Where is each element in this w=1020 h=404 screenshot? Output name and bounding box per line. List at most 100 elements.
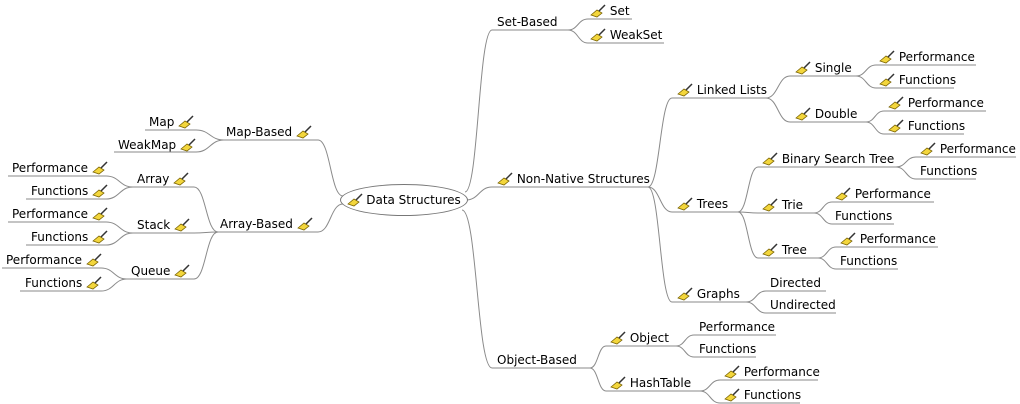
connector-line <box>675 345 695 358</box>
node-label: Map <box>149 115 175 129</box>
node-label: Queue <box>131 264 171 278</box>
node-object[interactable]: Object <box>610 331 669 345</box>
node-label: Array-Based <box>220 217 293 231</box>
node-label: Performance <box>907 96 984 110</box>
node-double-performance[interactable]: Performance <box>888 96 984 110</box>
connector-line <box>895 156 917 168</box>
node-single-performance[interactable]: Performance <box>879 50 975 64</box>
node-label: Functions <box>25 276 83 290</box>
node-map-based[interactable]: Map-Based <box>226 125 312 139</box>
node-tree-functions[interactable]: Functions <box>840 254 897 268</box>
node-double[interactable]: Double <box>795 107 857 121</box>
node-single-functions[interactable]: Functions <box>879 73 956 87</box>
node-bst-functions[interactable]: Functions <box>920 164 977 178</box>
node-trie-performance[interactable]: Performance <box>835 187 931 201</box>
connector-line <box>865 121 885 135</box>
brush-icon <box>610 331 626 345</box>
connector-line <box>193 231 219 234</box>
node-label: Performance <box>699 320 776 334</box>
brush-icon <box>590 4 606 18</box>
node-label: Object <box>629 331 669 345</box>
node-weakmap[interactable]: WeakMap <box>118 138 196 152</box>
node-label: HashTable <box>629 376 692 390</box>
node-undirected[interactable]: Undirected <box>770 298 836 312</box>
node-object-based[interactable]: Object-Based <box>497 353 577 367</box>
brush-icon <box>835 187 851 201</box>
node-stack-functions[interactable]: Functions <box>31 230 108 244</box>
node-stack[interactable]: Stack <box>137 218 190 232</box>
node-label: Functions <box>743 388 802 402</box>
connector-line <box>105 175 134 188</box>
node-label: Performance <box>939 142 1016 156</box>
connector-line <box>737 211 759 214</box>
connector-line <box>193 186 219 233</box>
node-hashtable[interactable]: HashTable <box>610 376 691 390</box>
node-trees[interactable]: Trees <box>677 197 728 211</box>
node-trie[interactable]: Trie <box>762 198 803 212</box>
brush-icon <box>174 264 190 278</box>
connector-line <box>855 64 877 77</box>
node-label: Functions <box>907 119 966 133</box>
node-map[interactable]: Map <box>149 115 194 129</box>
brush-icon <box>296 217 313 231</box>
node-weakset[interactable]: WeakSet <box>590 28 662 42</box>
node-label: Functions <box>898 73 957 87</box>
root-node-data-structures[interactable]: Data Structures <box>340 184 468 216</box>
node-bst-performance[interactable]: Performance <box>920 142 1016 156</box>
node-tree-performance[interactable]: Performance <box>840 232 936 246</box>
node-set-based[interactable]: Set-Based <box>497 15 557 29</box>
node-directed[interactable]: Directed <box>770 276 821 290</box>
brush-icon <box>724 388 740 402</box>
brush-icon <box>888 119 904 133</box>
connector-line <box>647 186 673 303</box>
brush-icon <box>86 253 102 267</box>
node-queue-functions[interactable]: Functions <box>25 276 102 290</box>
node-set[interactable]: Set <box>590 4 630 18</box>
connector-line <box>105 186 134 200</box>
brush-icon <box>180 138 196 152</box>
node-single[interactable]: Single <box>795 61 852 75</box>
node-label: Functions <box>920 164 978 178</box>
node-linked-lists[interactable]: Linked Lists <box>677 83 767 97</box>
brush-icon <box>610 376 626 390</box>
node-label: Functions <box>699 342 757 356</box>
node-double-functions[interactable]: Functions <box>888 119 965 133</box>
node-stack-performance[interactable]: Performance <box>12 207 108 221</box>
node-tree[interactable]: Tree <box>762 243 807 257</box>
node-array[interactable]: Array <box>137 172 189 186</box>
node-binary-search-tree[interactable]: Binary Search Tree <box>762 152 894 166</box>
node-graphs[interactable]: Graphs <box>677 287 740 301</box>
node-label: Undirected <box>770 298 836 312</box>
node-array-functions[interactable]: Functions <box>31 184 108 198</box>
node-object-functions[interactable]: Functions <box>699 342 756 356</box>
node-hashtable-performance[interactable]: Performance <box>724 365 820 379</box>
node-label: WeakSet <box>609 28 663 42</box>
node-label: Trie <box>781 198 804 212</box>
node-label: Performance <box>12 161 89 175</box>
brush-icon <box>840 232 856 246</box>
node-trie-functions[interactable]: Functions <box>835 209 892 223</box>
brush-icon <box>920 142 936 156</box>
node-array-based[interactable]: Array-Based <box>220 217 313 231</box>
node-label: WeakMap <box>118 138 177 152</box>
node-queue[interactable]: Queue <box>131 264 190 278</box>
node-queue-performance[interactable]: Performance <box>6 253 102 267</box>
connector-line <box>699 390 721 404</box>
node-label: Tree <box>781 243 807 257</box>
connector-line <box>699 379 721 392</box>
connector-line <box>317 139 344 197</box>
node-array-performance[interactable]: Performance <box>12 161 108 175</box>
node-object-performance[interactable]: Performance <box>699 320 775 334</box>
connector-line <box>465 186 493 201</box>
connector-line <box>895 166 917 180</box>
brush-icon <box>92 184 108 198</box>
connector-line <box>737 166 759 213</box>
node-hashtable-functions[interactable]: Functions <box>724 388 801 402</box>
brush-icon <box>86 276 102 290</box>
brush-icon <box>92 207 108 221</box>
connector-line <box>100 267 128 280</box>
node-non-native-structures[interactable]: Non-Native Structures <box>497 172 650 186</box>
brush-icon <box>888 96 904 110</box>
connector-line <box>865 110 885 123</box>
connector-line <box>737 211 759 259</box>
